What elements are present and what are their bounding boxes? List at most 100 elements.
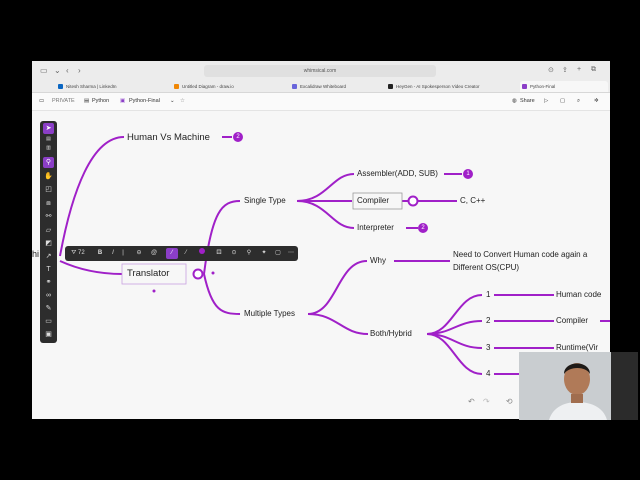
history-controls: ↶ ↷ ⟲: [468, 397, 513, 406]
grid-tool-icon[interactable]: ▤: [46, 136, 51, 142]
share-icon[interactable]: ⇪: [562, 67, 568, 74]
frame-tool-icon[interactable]: ⧈: [46, 200, 51, 207]
breadcrumb-board[interactable]: Python-Final: [129, 98, 160, 104]
heygen-icon: [388, 84, 393, 89]
count-badge-human-vs-machine[interactable]: 2: [233, 132, 243, 142]
image-tool-icon[interactable]: ▣: [45, 331, 52, 338]
excalidraw-icon: [292, 84, 297, 89]
sidebar-icon[interactable]: ▭: [39, 98, 45, 104]
text-tool-icon[interactable]: T: [46, 266, 51, 273]
focus-icon[interactable]: ⊙: [231, 250, 237, 256]
redo-icon[interactable]: ↷: [482, 397, 490, 406]
tab-heygen[interactable]: HeyGen - AI Spokesperson Video Creator: [386, 81, 494, 92]
root-node-partial[interactable]: hi: [32, 249, 40, 259]
link-icon[interactable]: ⊖: [136, 250, 142, 256]
note-tool-icon[interactable]: ▱: [45, 227, 52, 234]
translator-dot-right: [211, 271, 215, 275]
italic-button[interactable]: I: [112, 250, 114, 256]
node-human-code[interactable]: Human code: [556, 290, 602, 299]
tab-drawio[interactable]: Untitled Diagram - draw.io: [172, 81, 276, 92]
breadcrumb-folder[interactable]: Python: [92, 98, 110, 104]
chevron-down-icon[interactable]: ⌄: [170, 98, 175, 104]
arrow-tool-icon[interactable]: ↗: [45, 253, 52, 260]
back-icon[interactable]: ‹: [66, 66, 69, 75]
magic-icon[interactable]: ✦: [261, 250, 267, 256]
node-interpreter[interactable]: Interpreter: [357, 223, 394, 232]
download-icon[interactable]: ⊙: [548, 67, 554, 74]
pen-tool-icon[interactable]: ✎: [45, 305, 52, 312]
address-bar[interactable]: whimsical.com: [204, 65, 436, 77]
connector-translator-single: [203, 200, 241, 275]
browser-window: ▭ ⌄ ‹ › whimsical.com ⊙ ⇪ + ⧉ Nitesh Sha…: [32, 61, 610, 419]
undo-icon[interactable]: ↶: [468, 397, 475, 406]
connector-root-humanvsmachine: [59, 136, 125, 257]
layout-tool-icon[interactable]: ▥: [46, 145, 51, 151]
node-multiple-types[interactable]: Multiple Types: [244, 309, 295, 318]
select-tool-icon[interactable]: ➤: [43, 123, 54, 134]
node-item-4[interactable]: 4: [486, 369, 491, 378]
node-runtime[interactable]: Runtime(Vir: [556, 343, 599, 352]
node-c-cpp[interactable]: C, C++: [460, 196, 486, 205]
shape-tool-icon[interactable]: ◰: [45, 186, 52, 193]
tab-linkedin[interactable]: Nitesh Sharma | LinkedIn: [56, 81, 160, 92]
hand-tool-icon[interactable]: ✋: [44, 173, 53, 180]
compiler-selection-box: [352, 192, 403, 210]
node-translator[interactable]: Translator: [127, 268, 170, 279]
node-human-vs-machine[interactable]: Human Vs Machine: [127, 132, 210, 143]
bold-button[interactable]: B: [97, 250, 103, 256]
purple-swatch-icon: [199, 248, 205, 254]
tab-python-final[interactable]: Python-Final: [520, 81, 608, 92]
font-size-select[interactable]: ⛛ 72: [71, 250, 85, 256]
search-icon[interactable]: ⌕: [577, 98, 581, 104]
connector-single-interpreter: [296, 200, 355, 229]
sticky-tool-icon[interactable]: ◩: [45, 240, 52, 247]
node-compiler[interactable]: Compiler: [357, 196, 390, 205]
translator-add-handle: [192, 268, 204, 280]
connector-tool-icon[interactable]: ⚯: [45, 213, 52, 220]
tab-overview-icon[interactable]: ⧉: [591, 66, 596, 73]
line-style-alt-icon[interactable]: ⁄: [185, 250, 187, 256]
container-tool-icon[interactable]: ▭: [45, 318, 52, 325]
color-picker-icon[interactable]: [196, 248, 208, 259]
node-need-line2[interactable]: Different OS(CPU): [453, 263, 520, 272]
more-icon[interactable]: ⋯: [288, 250, 294, 256]
count-badge-interpreter[interactable]: 2: [418, 223, 428, 233]
mindmap-tool-icon[interactable]: ⚲: [43, 157, 54, 168]
comment-icon[interactable]: ▢: [560, 98, 566, 104]
node-item-2[interactable]: 2: [486, 316, 491, 325]
chevron-down-icon[interactable]: ⌄: [54, 66, 61, 75]
link-tool-icon[interactable]: ∞: [46, 292, 51, 299]
new-tab-icon[interactable]: +: [577, 66, 582, 73]
connector-single-assembler: [296, 173, 355, 202]
mindmap-node-tool-icon[interactable]: ⚭: [45, 279, 52, 286]
line-style-solid-icon[interactable]: ⁄: [166, 248, 178, 259]
layout-icon[interactable]: ⚃: [216, 250, 222, 256]
add-child-icon[interactable]: ⚲: [246, 250, 252, 256]
app-header: ▭ PRIVATE ▤ Python ▣ Python-Final ⌄ ☆ ◍ …: [32, 93, 610, 111]
translator-selection-box: [121, 263, 187, 285]
forward-icon[interactable]: ›: [78, 66, 81, 75]
board-canvas[interactable]: hi Human Vs Machine 2 Translator Single …: [32, 111, 610, 419]
comment-icon[interactable]: ▢: [275, 250, 281, 256]
node-item-1[interactable]: 1: [486, 290, 491, 299]
present-icon[interactable]: ▷: [544, 98, 549, 104]
node-assembler[interactable]: Assembler(ADD, SUB): [357, 169, 438, 178]
mindmap-connectors: [59, 136, 610, 375]
share-button[interactable]: Share: [520, 98, 535, 104]
history-icon[interactable]: ⟲: [505, 397, 513, 406]
star-icon[interactable]: ☆: [180, 98, 185, 104]
node-single-type[interactable]: Single Type: [244, 196, 286, 205]
sidebar-toggle-icon[interactable]: ▭: [40, 66, 48, 75]
tab-excalidraw[interactable]: Excalidraw Whiteboard: [290, 81, 394, 92]
node-both-hybrid[interactable]: Both/Hybrid: [370, 329, 412, 338]
node-compiler-2[interactable]: Compiler: [556, 316, 589, 325]
linkedin-icon: [58, 84, 63, 89]
node-need-line1[interactable]: Need to Convert Human code again a: [453, 250, 588, 259]
node-why[interactable]: Why: [370, 256, 386, 265]
connector-multiple-both: [307, 313, 369, 335]
node-item-3[interactable]: 3: [486, 343, 491, 352]
count-badge-assembler[interactable]: 1: [463, 169, 473, 179]
settings-icon[interactable]: ✲: [594, 98, 599, 104]
mention-icon[interactable]: @: [150, 250, 158, 256]
presenter-video: [519, 352, 638, 420]
